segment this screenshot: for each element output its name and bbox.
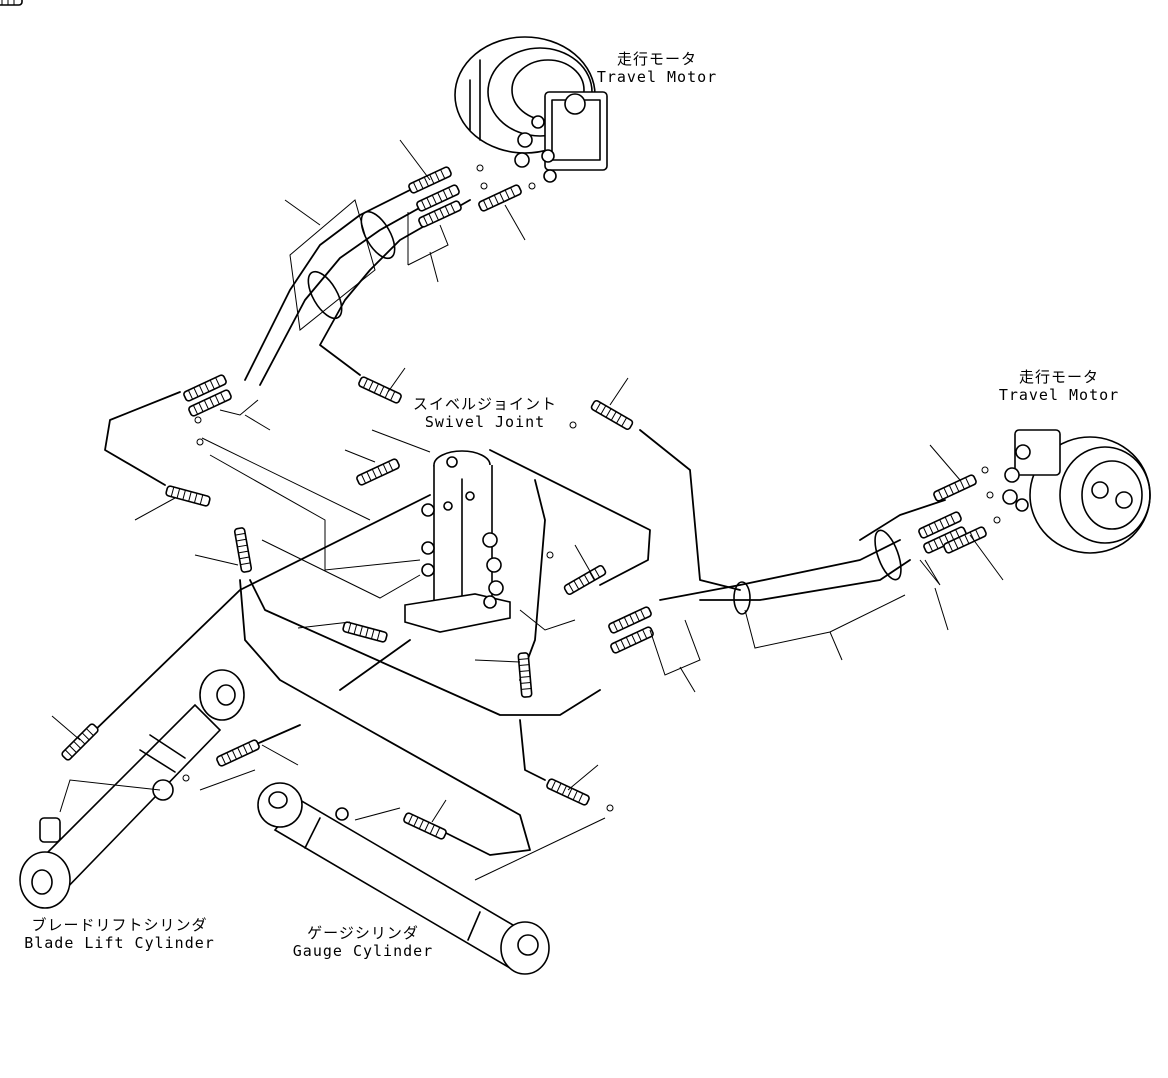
gauge-cylinder-label-en: Gauge Cylinder bbox=[292, 942, 434, 960]
travel-motor-right-label-en: Travel Motor bbox=[998, 386, 1120, 404]
travel-motor-top-label-en: Travel Motor bbox=[596, 68, 718, 86]
hose-fitting-icon bbox=[0, 0, 988, 841]
o-ring-icon bbox=[182, 164, 1001, 812]
hose-lines bbox=[89, 174, 946, 856]
clamp-icon bbox=[307, 210, 902, 615]
travel-motor-top-label: 走行モータ Travel Motor bbox=[596, 50, 718, 86]
gauge-cylinder-label: ゲージシリンダ Gauge Cylinder bbox=[288, 924, 438, 960]
swivel-joint-icon bbox=[404, 450, 511, 633]
travel-motor-right-label: 走行モータ Travel Motor bbox=[998, 368, 1120, 404]
swivel-joint-label-en: Swivel Joint bbox=[424, 413, 546, 431]
blade-lift-cylinder-label-en: Blade Lift Cylinder bbox=[24, 934, 215, 952]
blade-lift-cylinder-icon bbox=[19, 669, 245, 909]
travel-motor-right-icon bbox=[1002, 429, 1151, 554]
gauge-cylinder-icon bbox=[257, 782, 550, 975]
travel-motor-top-label-jp: 走行モータ bbox=[616, 50, 697, 68]
gauge-cylinder-label-jp: ゲージシリンダ bbox=[307, 924, 419, 942]
blade-lift-cylinder-label: ブレードリフトシリンダ Blade Lift Cylinder bbox=[22, 916, 217, 952]
swivel-joint-label-jp: スイベルジョイント bbox=[412, 395, 557, 413]
travel-motor-right-label-jp: 走行モータ bbox=[1018, 368, 1099, 386]
leader-lines bbox=[51, 139, 1004, 881]
blade-lift-cylinder-label-jp: ブレードリフトシリンダ bbox=[31, 916, 208, 934]
travel-motor-top-icon bbox=[454, 36, 608, 183]
swivel-joint-label: スイベルジョイント Swivel Joint bbox=[410, 395, 560, 431]
